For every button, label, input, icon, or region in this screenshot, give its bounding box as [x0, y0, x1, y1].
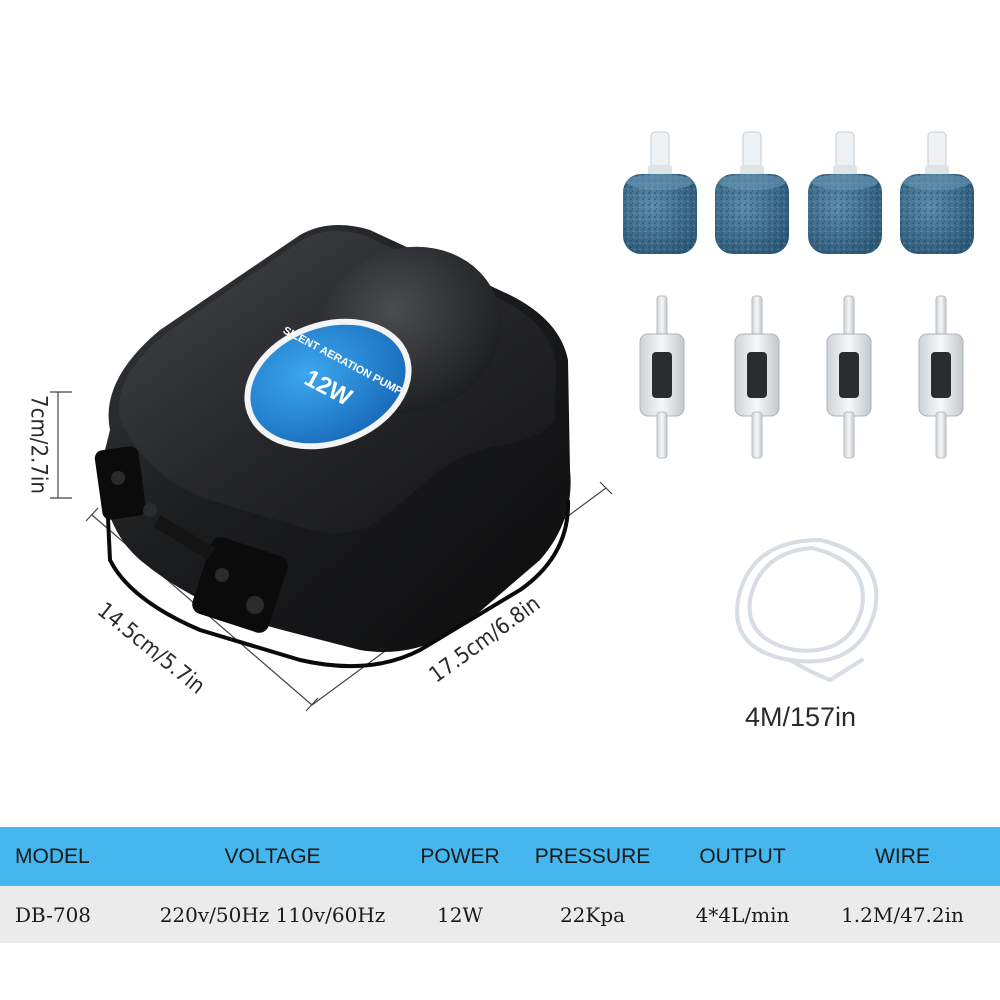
- spec-header-wire: WIRE: [875, 844, 930, 868]
- spec-value-pressure: 22Kpa: [559, 902, 626, 927]
- air-pump: SILENT AERATION PUMP 12W: [94, 225, 571, 669]
- check-valves: [639, 295, 964, 459]
- air-stone: [808, 131, 882, 254]
- spec-header-row: MODEL VOLTAGE POWER PRESSURE OUTPUT WIRE: [0, 827, 1000, 886]
- air-stone: [900, 131, 974, 254]
- spec-value-model: DB-708: [15, 902, 92, 927]
- spec-header-model: MODEL: [15, 844, 90, 868]
- spec-value-voltage: 220v/50Hz 110v/60Hz: [159, 902, 386, 927]
- air-stone: [623, 131, 697, 254]
- check-valve: [639, 295, 685, 459]
- tube-length-label: 4M/157in: [745, 702, 857, 732]
- spec-header-output: OUTPUT: [699, 844, 786, 868]
- air-stones: [623, 131, 974, 254]
- spec-value-power: 12W: [436, 902, 483, 927]
- check-valve: [918, 295, 964, 459]
- spec-value-output: 4*4L/min: [695, 902, 790, 927]
- spec-value-row: DB-708 220v/50Hz 110v/60Hz 12W 22Kpa 4*4…: [0, 886, 1000, 943]
- height-dimension-label: 7cm/2.7in: [25, 395, 51, 494]
- spec-table: MODEL VOLTAGE POWER PRESSURE OUTPUT WIRE…: [0, 827, 1000, 943]
- product-stage: SILENT AERATION PUMP 12W 7cm/2.7in 14.5c…: [25, 131, 974, 732]
- spec-header-pressure: PRESSURE: [534, 844, 651, 868]
- spec-header-power: POWER: [420, 844, 500, 868]
- check-valve: [734, 295, 780, 459]
- product-illustration: SILENT AERATION PUMP 12W: [50, 131, 974, 712]
- spec-value-wire: 1.2M/47.2in: [841, 902, 964, 927]
- spec-header-voltage: VOLTAGE: [224, 844, 321, 868]
- check-valve: [826, 295, 872, 459]
- air-tube: [735, 538, 879, 683]
- air-stone: [715, 131, 789, 254]
